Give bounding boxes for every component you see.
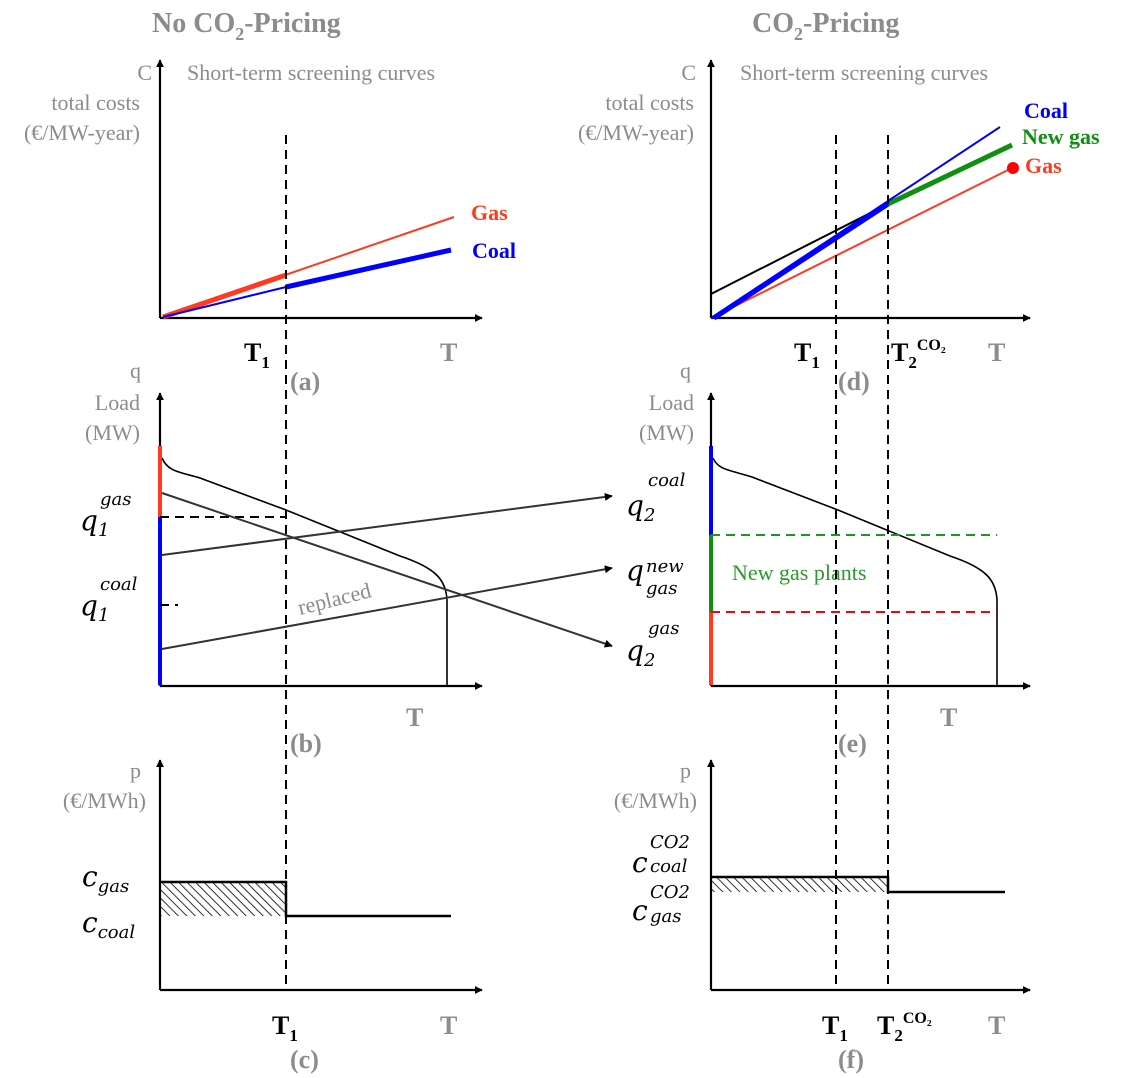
panel-e-axis-symbol: q bbox=[680, 358, 691, 383]
panel-a-gas-label: Gas bbox=[471, 200, 508, 225]
panel-b-axis-label-1: Load bbox=[95, 390, 140, 415]
panel-d-gas-label: Gas bbox=[1025, 153, 1062, 178]
panel-a-axis-symbol: C bbox=[137, 60, 152, 85]
panel-f-letter: (f) bbox=[838, 1045, 864, 1074]
panel-d-new-gas-label: New gas bbox=[1022, 124, 1100, 149]
transfer-arrows bbox=[161, 492, 613, 650]
panel-f-t-label: T bbox=[988, 1011, 1005, 1040]
panel-b-q1-gas-label: q1 bbox=[80, 504, 109, 541]
panel-d-gas-line bbox=[710, 167, 1013, 319]
panel-f-c-gas-co2-label: c bbox=[632, 894, 648, 927]
panel-e-t-label: T bbox=[940, 703, 957, 732]
panel-c: p (€/MWh) cgas ccoal T1 T (c) bbox=[63, 758, 483, 1074]
panel-a-coal-label: Coal bbox=[472, 238, 516, 263]
panel-f-price-line bbox=[712, 875, 1005, 894]
header-co2-pricing: CO2-Pricing bbox=[752, 8, 899, 44]
arrow-to-q2-gas bbox=[161, 492, 613, 648]
panel-e-axis-label-1: Load bbox=[649, 390, 694, 415]
panel-e-q2-gas-sup: gas bbox=[648, 618, 680, 639]
panel-d-t1-label: T1 bbox=[794, 338, 820, 372]
panel-c-letter: (c) bbox=[290, 1045, 319, 1074]
arrow-to-q-new-gas bbox=[161, 565, 613, 650]
panel-e-axis-label-2: (MW) bbox=[639, 420, 694, 445]
panel-e: q Load (MW) New gas plants q2 coal q new… bbox=[626, 358, 1031, 758]
panel-c-axis-symbol: p bbox=[130, 758, 141, 783]
panel-c-t1-label: T1 bbox=[272, 1011, 298, 1045]
panel-b-axis-symbol: q bbox=[130, 358, 141, 383]
header-no-co2-pricing: No CO2-Pricing bbox=[152, 8, 341, 44]
panel-f-c-coal-co2-sub: coal bbox=[650, 856, 688, 877]
panel-a-axis-label-1: total costs bbox=[51, 90, 140, 115]
panel-e-q2-gas-label: q2 bbox=[626, 634, 655, 671]
panel-c-t-label: T bbox=[440, 1011, 457, 1040]
panel-b-q1-gas-sup: gas bbox=[100, 489, 132, 510]
panel-f-t1-label: T1 bbox=[822, 1011, 848, 1045]
panel-c-hatched-area bbox=[161, 882, 285, 916]
panel-f-c-gas-co2-sup: CO2 bbox=[650, 882, 690, 903]
arrow-to-q2-coal bbox=[161, 492, 613, 556]
panel-d-axis-label-2: (€/MW-year) bbox=[578, 120, 694, 145]
panel-d-t-label: T bbox=[988, 338, 1005, 367]
panel-f-axis-symbol: p bbox=[680, 758, 691, 783]
panel-f: p (€/MWh) c CO2 coal c CO2 gas T1 T2CO₂ … bbox=[614, 758, 1031, 1074]
panel-a-t1-label: T1 bbox=[244, 338, 270, 372]
panel-a-axis-label-2: (€/MW-year) bbox=[24, 120, 140, 145]
panel-a-coal-line-active bbox=[285, 247, 452, 290]
panel-a-coal-line bbox=[162, 286, 287, 318]
panel-d-letter: (d) bbox=[838, 367, 870, 396]
panel-a-curve-title: Short-term screening curves bbox=[187, 60, 435, 85]
panel-e-letter: (e) bbox=[838, 729, 867, 758]
panel-b-axis-label-2: (MW) bbox=[85, 420, 140, 445]
panel-b-letter: (b) bbox=[290, 729, 322, 758]
panel-d-coal-label: Coal bbox=[1024, 98, 1068, 123]
panel-b-q1-coal-sup: coal bbox=[100, 574, 138, 595]
panel-e-q2-coal-sup: coal bbox=[648, 470, 686, 491]
panel-b-load-curve bbox=[161, 457, 448, 686]
panel-b-t-label: T bbox=[406, 703, 423, 732]
panel-d-axis-symbol: C bbox=[681, 60, 696, 85]
panel-f-c-coal-co2-sup: CO2 bbox=[650, 832, 690, 853]
panel-f-t2-label: T2CO₂ bbox=[877, 1010, 932, 1045]
panel-e-load-curve bbox=[712, 457, 998, 686]
panel-a-gas-line-active bbox=[162, 272, 287, 320]
panel-f-c-coal-co2-label: c bbox=[632, 846, 648, 879]
panel-e-q-new-gas-sub: gas bbox=[646, 578, 678, 599]
panel-d-t2-label: T2CO₂ bbox=[891, 337, 946, 372]
panel-d: C total costs (€/MW-year) Short-term scr… bbox=[578, 59, 1100, 396]
panel-a: C total costs (€/MW-year) Short-term scr… bbox=[24, 59, 516, 396]
panel-d-gas-marker bbox=[1007, 162, 1019, 174]
panel-e-q-new-gas-sup: new bbox=[646, 556, 684, 577]
panel-f-axis-label: (€/MWh) bbox=[614, 788, 697, 813]
panel-c-c-coal-label: ccoal bbox=[82, 906, 135, 943]
panel-c-axis-label: (€/MWh) bbox=[63, 788, 146, 813]
panel-c-price-line bbox=[161, 880, 451, 918]
panel-e-q-new-gas-label: q bbox=[626, 554, 644, 587]
panel-d-new-gas-line bbox=[710, 203, 889, 295]
panel-c-c-gas-label: cgas bbox=[82, 860, 129, 897]
panel-a-letter: (a) bbox=[290, 367, 320, 396]
panel-e-q2-coal-label: q2 bbox=[626, 489, 655, 526]
panel-d-curve-title: Short-term screening curves bbox=[740, 60, 988, 85]
panel-f-c-gas-co2-sub: gas bbox=[650, 906, 682, 927]
panel-a-t-label: T bbox=[440, 338, 457, 367]
panel-b: q Load (MW) q1 gas q1 coal replaced T (b… bbox=[80, 358, 483, 758]
panel-f-hatched-area bbox=[712, 877, 888, 892]
panel-b-q1-coal-label: q1 bbox=[80, 589, 109, 626]
panel-d-new-gas-line-active bbox=[886, 142, 1014, 207]
panel-d-axis-label-1: total costs bbox=[605, 90, 694, 115]
panel-d-coal-line-active bbox=[712, 201, 890, 321]
panel-e-new-gas-plants-label: New gas plants bbox=[732, 560, 866, 585]
